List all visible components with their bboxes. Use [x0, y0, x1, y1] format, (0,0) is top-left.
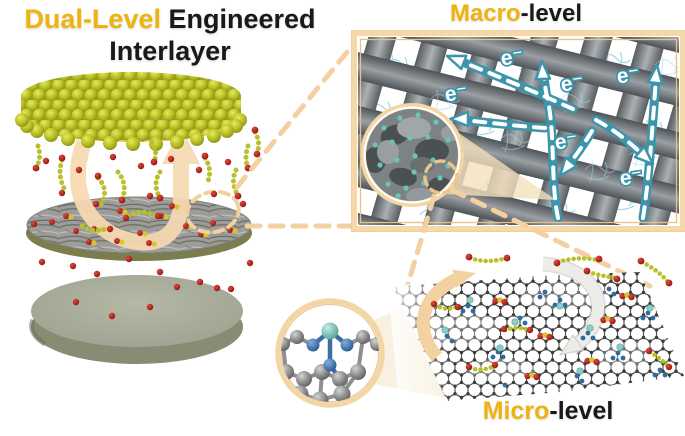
- floating-chains-micro: [430, 253, 673, 372]
- micro-section: [275, 253, 684, 408]
- electron-label: e⁻: [499, 45, 525, 71]
- title-highlight: Dual-Level: [24, 4, 161, 34]
- figure-title-line2: Interlayer: [109, 36, 231, 66]
- converted-particles: [492, 292, 635, 381]
- figure-title-line1: Dual-Level Engineered: [0, 3, 340, 35]
- single-atom-dots: [372, 112, 451, 199]
- electron-label: e⁻: [615, 63, 641, 89]
- atomic-structure: [281, 322, 379, 402]
- electron-label: e⁻: [618, 165, 644, 191]
- nitrogen-atom: [323, 358, 337, 372]
- conversion-arrows: [416, 256, 606, 362]
- bead-chains-left: [32, 126, 262, 209]
- micro-inset-magnifier: [275, 298, 385, 408]
- nitrogen-atom: [306, 338, 320, 352]
- micro-heading-highlight: Micro: [482, 397, 550, 425]
- zoom-highlight-dashed-circle-left: [185, 189, 241, 235]
- red-dot-particles: [30, 153, 254, 320]
- electron-flow-arrows: [445, 54, 664, 223]
- zoom-highlight-dashed-circle-macro: [423, 159, 459, 195]
- electron-label: e⁻: [443, 81, 469, 107]
- nitrogen-atom: [340, 338, 354, 352]
- surface-sites: [441, 286, 668, 388]
- macro-heading: Macro-level: [351, 0, 681, 28]
- single-metal-atom: [321, 322, 339, 340]
- figure-title: Dual-Level Engineered Interlayer: [0, 3, 340, 67]
- electron-label: e⁻: [559, 71, 585, 97]
- macro-heading-rest: -level: [520, 0, 583, 27]
- title-rest: Engineered: [168, 4, 316, 34]
- macro-heading-highlight: Macro: [449, 0, 521, 27]
- magnifier-cone-macro: [444, 127, 556, 200]
- electron-label: e⁻: [553, 129, 579, 155]
- interlayer-fiber-disk: [26, 196, 252, 261]
- macro-panel: e⁻ e⁻ e⁻ e⁻ e⁻ e⁻: [351, 30, 685, 232]
- bottom-disk: [29, 275, 243, 364]
- micro-heading-rest: -level: [549, 397, 614, 425]
- dashed-connectors-left: [234, 43, 359, 229]
- cathode-sphere-disk: [15, 72, 247, 151]
- micro-heading: Micro-level: [408, 397, 685, 426]
- adsorbed-particles: [49, 189, 241, 247]
- macro-inset-magnifier: [360, 103, 464, 207]
